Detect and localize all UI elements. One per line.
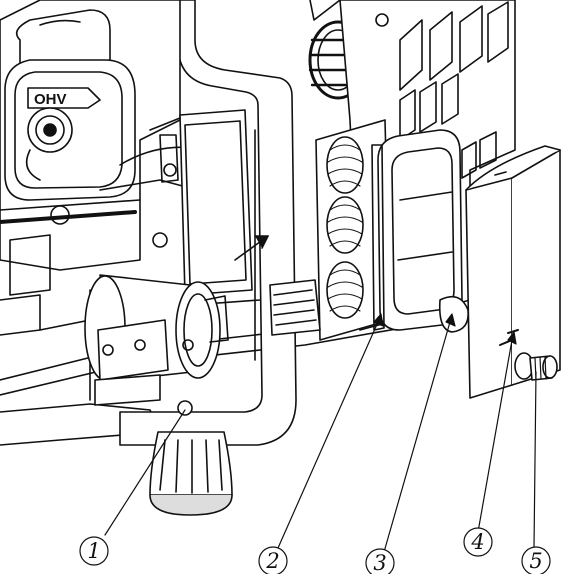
callout-5-label: 5 [529, 549, 542, 573]
callout-4: 4 [463, 527, 493, 557]
callout-markers: 1 2 3 4 5 [79, 527, 551, 574]
leader-line-3 [383, 321, 451, 553]
air-filter-cover [371, 129, 469, 333]
ohv-badge-label: OHV [34, 91, 67, 108]
callout-4-label: 4 [470, 530, 484, 554]
rubber-foot [149, 400, 233, 516]
ignition-module [149, 109, 269, 296]
thumb-screw [514, 352, 558, 381]
leader-line-5 [533, 371, 537, 549]
callout-3: 3 [365, 548, 395, 574]
leader-line-4 [477, 339, 513, 533]
callout-5: 5 [521, 546, 551, 574]
callout-2-label: 2 [265, 549, 279, 573]
leader-line-1 [104, 409, 186, 536]
ohv-badge: OHV [27, 87, 101, 109]
callout-2: 2 [258, 546, 288, 574]
engine-block: OHV [0, 0, 211, 336]
starter-motor [84, 274, 229, 406]
callout-3-label: 3 [373, 551, 386, 574]
alternator-coils [269, 119, 391, 341]
leader-lines [104, 313, 537, 553]
leader-line-2 [277, 321, 379, 549]
side-access-panel [465, 145, 561, 399]
handle-tube [119, 0, 341, 446]
callout-1-label: 1 [87, 539, 100, 563]
callout-1: 1 [79, 536, 109, 566]
